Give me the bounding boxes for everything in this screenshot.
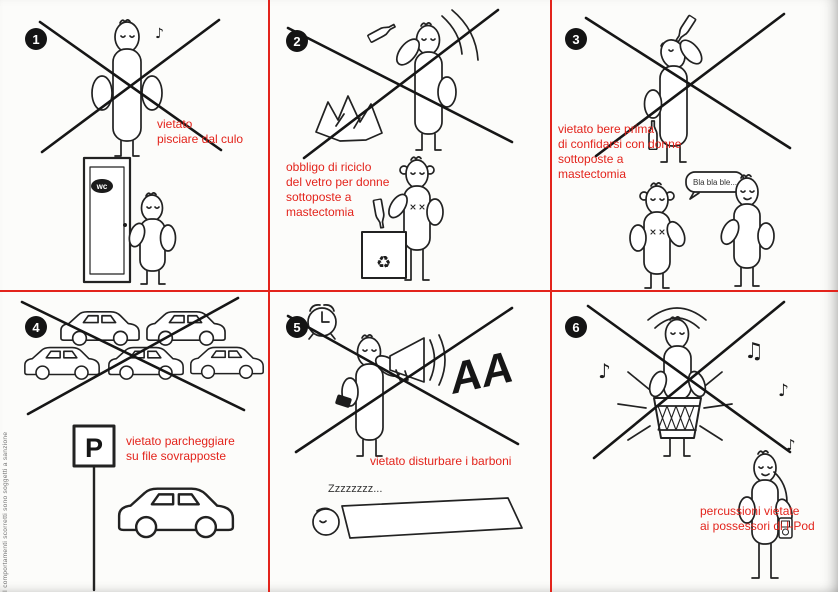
grid-line-horizontal [0,290,838,292]
panel-5: AA Zzzzzzzz... 5 vietato disturbare i ba… [270,292,552,592]
panel-1-caption: vietato pisciare dal culo [157,117,244,146]
panel-6: ♪ ♫ ♪ ♪ 6 percussioni vi [552,292,838,592]
panel-3: Bla bla ble... 3 vietato bere prima di c… [552,0,838,292]
panel-6-drawing: ♪ ♫ ♪ ♪ [586,300,796,579]
alarm-clock-icon [307,304,337,340]
panel-5-number-badge: 5 [286,316,308,338]
panel-4-drawing: P [20,296,264,592]
sleeping-homeless-figure [312,497,523,539]
panel-1-drawing: ♪ wc [38,18,223,285]
glass-shards [315,95,383,142]
music-note-icon: ♪ [598,359,611,383]
music-note-icon: ♪ [155,26,164,42]
panel-4-number-badge: 4 [25,316,47,338]
panel-3-drawing: Bla bla ble... [584,12,792,289]
snore-text: Zzzzzzzz... [328,483,382,495]
panel-2-number-badge: 2 [286,30,308,52]
prohibition-cross-icon [584,12,792,158]
panel-6-caption: percussioni vietate ai possessori di I-P… [700,504,815,533]
panel-2-caption: obbligo di riciclo del vetro per donne s… [286,160,390,219]
wc-door [82,156,132,284]
parking-sign-label: P [85,433,103,463]
drummer-figure [617,307,733,457]
panel-5-caption: vietato disturbare i barboni [370,454,512,468]
prohibition-cross-icon [286,8,514,160]
recycle-icon: ♻ [376,253,391,273]
panel-1-number-badge: 1 [25,28,47,50]
panel-1: ♪ wc 1 vietato pisciar [0,0,270,292]
prohibition-cross-icon [286,306,520,454]
speech-bubble-text: Bla bla ble... [693,178,737,187]
music-note-icon: ♪ [786,436,796,454]
wc-sign-label: wc [96,182,108,191]
bottle-thrower-figure [366,9,479,151]
panel-6-number-badge: 6 [565,316,587,338]
side-note: I comportamenti scorretti sono soggetti … [2,431,9,592]
prohibition-cross-icon [38,18,223,154]
music-notes-icon: ♫ [744,339,764,364]
prohibition-cross-icon [20,296,246,416]
music-note-icon: ♪ [778,381,789,401]
glass-recycling-bin [361,198,407,279]
panel-3-caption: vietato bere prima di confidarsi con don… [558,122,682,181]
panel-2-drawing: ♻ [286,8,514,281]
parking-sign [72,424,116,592]
prohibition-cross-icon [586,300,792,460]
grid-line-vertical-1 [268,0,270,592]
grid-line-vertical-2 [550,0,552,592]
panel-3-number-badge: 3 [565,28,587,50]
parked-car [117,487,235,539]
recycling-woman-figure [388,156,444,281]
panel-2: ♻ 2 obbligo di riciclo del vetro per don… [270,0,552,292]
panel-5-drawing: AA Zzzzzzzz... [286,304,523,539]
panel-4: P 4 vietato parcheggiare su file sovrapp… [0,292,270,592]
panel-4-caption: vietato parcheggiare su file sovrapposte [126,434,235,463]
shout-letters: AA [444,343,517,404]
door-figure [128,192,177,285]
confiding-women-figures [629,171,775,289]
ipod-listener-figure [738,450,793,579]
